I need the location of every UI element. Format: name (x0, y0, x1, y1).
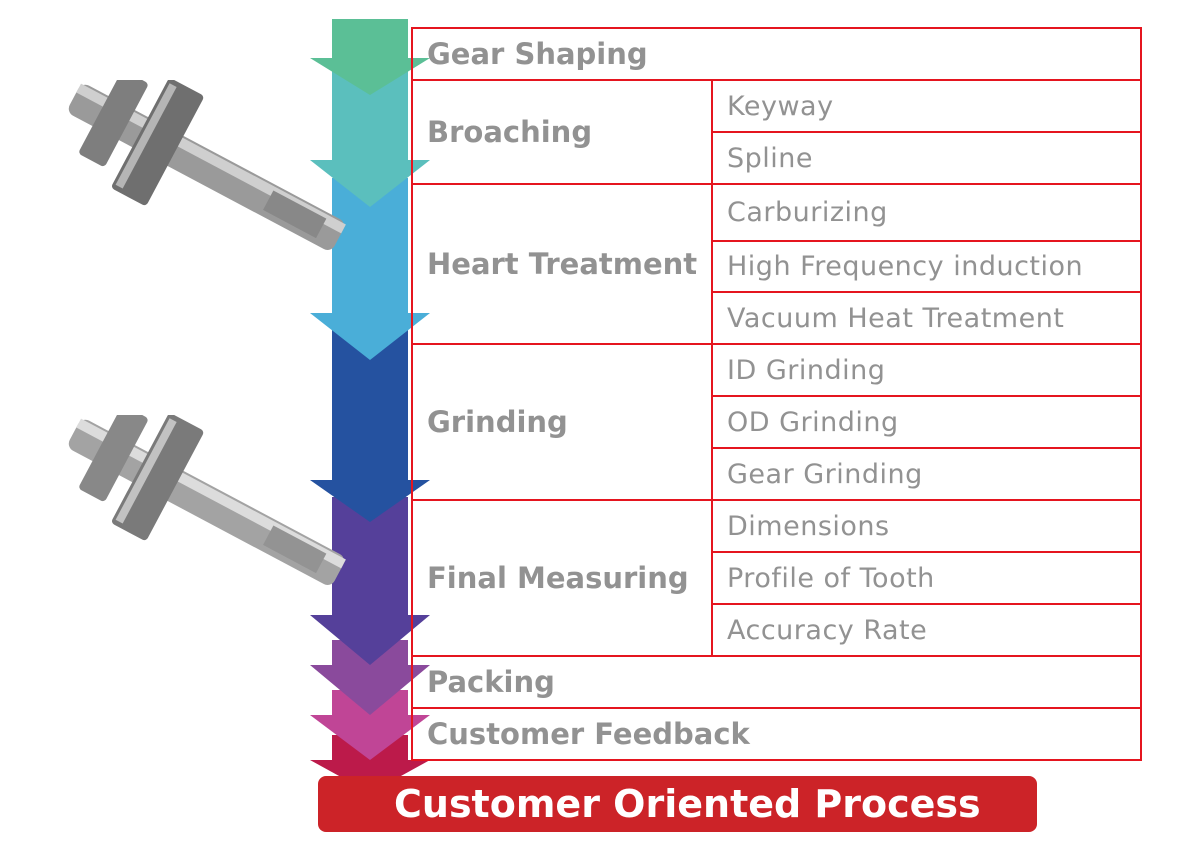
sub-step-profile-of-tooth: Profile of Tooth (711, 551, 1142, 605)
customer-oriented-process-banner: Customer Oriented Process (318, 776, 1037, 832)
flow-arrow-6 (310, 640, 430, 715)
flow-arrow-7 (310, 690, 430, 760)
process-step-final-measuring: Final Measuring (411, 499, 713, 657)
process-step-packing: Packing (411, 655, 1142, 709)
flow-arrow-8 (310, 735, 430, 793)
process-step-customer-feedback: Customer Feedback (411, 707, 1142, 761)
sub-step-high-frequency-induction: High Frequency induction (711, 240, 1142, 293)
process-step-broaching: Broaching (411, 79, 713, 185)
flow-arrow-2 (310, 70, 430, 207)
sub-step-spline: Spline (711, 131, 1142, 185)
flow-arrow-1 (310, 19, 430, 95)
flow-arrow-5 (310, 497, 430, 665)
gear-shaft-image-bottom (68, 415, 346, 585)
process-step-gear-shaping: Gear Shaping (411, 27, 1142, 81)
sub-step-accuracy-rate: Accuracy Rate (711, 603, 1142, 657)
sub-step-dimensions: Dimensions (711, 499, 1142, 553)
process-step-grinding: Grinding (411, 343, 713, 501)
sub-step-gear-grinding: Gear Grinding (711, 447, 1142, 501)
sub-step-keyway: Keyway (711, 79, 1142, 133)
sub-step-id-grinding: ID Grinding (711, 343, 1142, 397)
sub-step-od-grinding: OD Grinding (711, 395, 1142, 449)
process-step-heart-treatment: Heart Treatment (411, 183, 713, 345)
sub-step-vacuum-heat-treatment: Vacuum Heat Treatment (711, 291, 1142, 345)
flow-arrow-4 (310, 330, 430, 522)
gear-shaft-image-top (68, 80, 346, 250)
sub-step-carburizing: Carburizing (711, 183, 1142, 242)
